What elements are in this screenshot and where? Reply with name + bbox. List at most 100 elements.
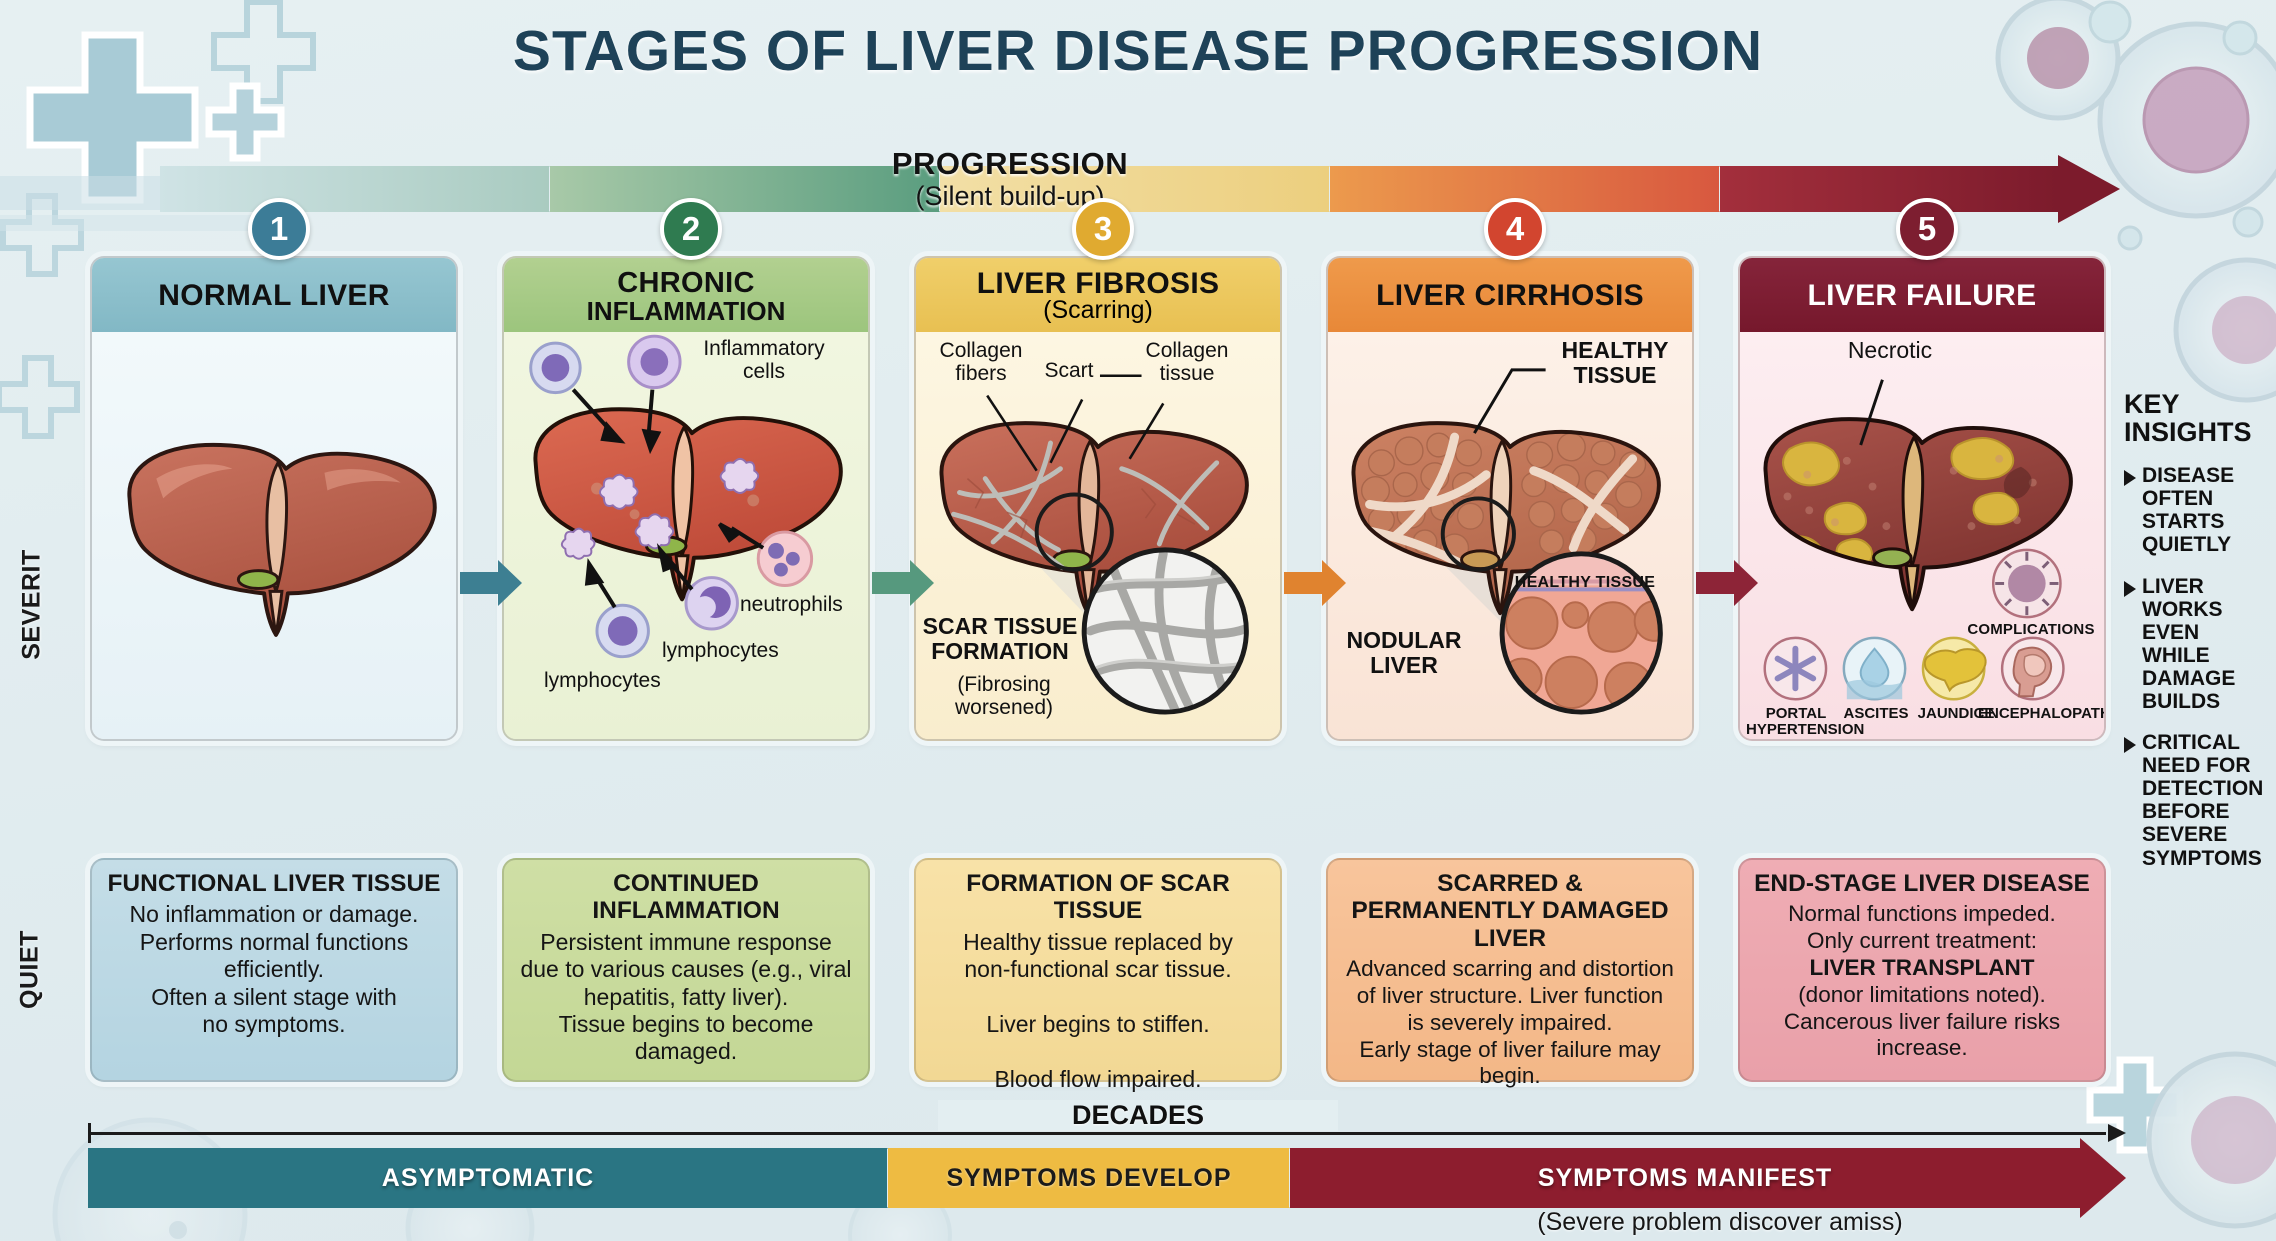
ascites-icon — [1842, 636, 1907, 701]
key-insight-item-3: CRITICAL NEED FOR DETECTION BEFORE SEVER… — [2124, 731, 2272, 870]
stage-title-3: LIVER FIBROSIS — [976, 267, 1220, 300]
stage-header-5: LIVER FAILURE — [1740, 258, 2104, 332]
stage-header-3: LIVER FIBROSIS (Scarring) — [916, 258, 1280, 332]
stage-title-4: LIVER CIRRHOSIS — [1376, 279, 1644, 312]
inflamed-liver-illustration — [529, 334, 843, 659]
phase-symptoms-manifest[interactable]: SYMPTOMS MANIFEST — [1289, 1138, 2126, 1218]
annotation-nodular-liver: NODULAR LIVER — [1346, 627, 1462, 678]
transition-arrow-3-4 — [1284, 560, 1346, 606]
progression-segment-4 — [1329, 166, 1742, 212]
key-insights-title: KEY INSIGHTS — [2124, 389, 2252, 448]
decades-axis — [88, 1122, 2126, 1144]
desc-body-3: Healthy tissue replaced by non-functiona… — [963, 928, 1233, 1092]
stage-header-4: LIVER CIRRHOSIS — [1328, 258, 1692, 332]
page-title: STAGES OF LIVER DISEASE PROGRESSION — [512, 19, 1764, 83]
transition-arrow-4-5 — [1696, 560, 1758, 606]
desc-body-4: Advanced scarring and distortion of live… — [1346, 956, 1674, 1089]
phase-asymptomatic[interactable]: ASYMPTOMATIC — [88, 1148, 918, 1208]
desc-title-2: CONTINUED INFLAMMATION — [592, 870, 780, 925]
bullet-triangle-icon — [2124, 737, 2136, 754]
annotation-fibrosing-worsened: (Fibrosing worsened) — [954, 673, 1054, 719]
progression-segment-2 — [549, 166, 962, 212]
inflammatory-cell-top — [627, 334, 682, 390]
stage-title-1: NORMAL LIVER — [158, 279, 390, 312]
annotation-inset-healthy-tissue: HEALTHY TISSUE — [1514, 574, 1656, 591]
bullet-triangle-icon — [2124, 470, 2136, 487]
desc-body-5: Normal functions impeded. Only current t… — [1783, 901, 2061, 1061]
axis-label-severity: SEVERIT — [17, 549, 46, 660]
stage-header-2: CHRONIC INFLAMMATION — [504, 258, 868, 332]
neutrophil-cell — [756, 530, 814, 587]
label-encephalopathy: ENCEPHALOPATHY — [1978, 705, 2104, 722]
progression-label-sub: (Silent build-up) — [915, 180, 1105, 211]
annotation-neutrophils: neutrophils — [740, 593, 843, 616]
stage-body-4: HEALTHY TISSUE NODULAR LIVER HEALTHY TIS… — [1328, 332, 1692, 739]
key-insights-panel: KEY INSIGHTS DISEASE OFTEN STARTS QUIETL… — [2124, 390, 2272, 870]
lymphocyte-cell-top-left — [529, 341, 582, 395]
progression-segment-1 — [160, 166, 572, 212]
transition-arrow-1-2 — [460, 560, 522, 606]
fibrotic-liver-illustration — [939, 374, 1249, 715]
stage-header-1: NORMAL LIVER — [92, 258, 456, 332]
phase-symptoms-develop[interactable]: SYMPTOMS DEVELOP — [887, 1148, 1320, 1208]
lymphocyte-cell-bottom — [595, 603, 650, 659]
desc-title-5: END-STAGE LIVER DISEASE — [1754, 870, 2090, 897]
stage-description-1: FUNCTIONAL LIVER TISSUE No inflammation … — [90, 858, 458, 1082]
annotation-scart: Scart — [1044, 359, 1094, 382]
stage-card-liver-failure[interactable]: LIVER FAILURE — [1738, 256, 2106, 741]
label-jaundice: JAUNDICE — [1917, 705, 1995, 722]
stage-badge-3[interactable]: 3 — [1072, 198, 1134, 260]
stage-badge-1[interactable]: 1 — [248, 198, 310, 260]
timeline-note: (Severe problem discover amiss) — [1537, 1208, 1903, 1236]
stage-card-normal-liver[interactable]: NORMAL LIVER — [90, 256, 458, 741]
complication-virus-icon — [1991, 548, 2062, 619]
decades-label: DECADES — [938, 1100, 1338, 1131]
annotation-collagen-tissue: Collagen tissue — [1145, 339, 1229, 385]
desc-title-3: FORMATION OF SCAR TISSUE — [966, 870, 1230, 925]
lymphocyte-cell-mid — [684, 576, 739, 631]
stage-body-2: Inflammatory cells neutrophils lymphocyt… — [504, 332, 868, 739]
key-insight-item-2: LIVER WORKS EVEN WHILE DAMAGE BUILDS — [2124, 575, 2272, 714]
stage-body-1 — [92, 332, 456, 739]
stage-title-5: LIVER FAILURE — [1807, 279, 2037, 312]
progression-label-main: PROGRESSION — [891, 146, 1129, 181]
annotation-collagen-fibers: Collagen fibers — [939, 339, 1023, 385]
stage-subtitle-3: (Scarring) — [1043, 296, 1153, 324]
timeline-phase-band: ASYMPTOMATIC SYMPTOMS DEVELOP SYMPTOMS M… — [88, 1138, 2126, 1218]
encephalopathy-icon — [2000, 636, 2065, 701]
stage-body-3: Collagen fibers Scart Collagen tissue SC… — [916, 332, 1280, 739]
stage-description-4: SCARRED & PERMANENTLY DAMAGED LIVER Adva… — [1326, 858, 1694, 1088]
key-insight-item-1: DISEASE OFTEN STARTS QUIETLY — [2124, 464, 2272, 556]
desc-body-2: Persistent immune response due to variou… — [520, 928, 852, 1065]
axis-label-quiet: QUIET — [15, 930, 44, 1009]
stage-subtitle-2: INFLAMMATION — [586, 295, 786, 326]
annotation-necrotic: Necrotic — [1847, 337, 1933, 363]
label-ascites: ASCITES — [1843, 705, 1909, 722]
stage-description-3: FORMATION OF SCAR TISSUE Healthy tissue … — [914, 858, 1282, 1092]
stage-description-2: CONTINUED INFLAMMATION Persistent immune… — [502, 858, 870, 1082]
stage-badge-2[interactable]: 2 — [660, 198, 722, 260]
desc-title-1: FUNCTIONAL LIVER TISSUE — [107, 870, 441, 897]
progression-segment-5 — [1719, 155, 2120, 223]
stage-title-2: CHRONIC — [617, 266, 755, 299]
cirrhotic-liver-illustration — [1351, 368, 1663, 715]
bullet-triangle-icon — [2124, 580, 2136, 597]
desc-title-4: SCARRED & PERMANENTLY DAMAGED LIVER — [1351, 870, 1669, 952]
annotation-scar-tissue-formation: SCAR TISSUE FORMATION — [922, 613, 1078, 664]
stage-badge-4[interactable]: 4 — [1484, 198, 1546, 260]
transition-arrow-2-3 — [872, 560, 934, 606]
stage-badge-5[interactable]: 5 — [1896, 198, 1958, 260]
annotation-inflammatory-cells: Inflammatory cells — [703, 337, 825, 383]
normal-liver-illustration — [127, 442, 437, 637]
progression-segment-3 — [939, 166, 1352, 212]
annotation-lymphocytes-mid: lymphocytes — [662, 639, 779, 662]
failing-liver-illustration — [1763, 379, 2073, 701]
stage-card-liver-fibrosis[interactable]: LIVER FIBROSIS (Scarring) — [914, 256, 1282, 741]
progression-band — [160, 155, 2120, 223]
progression-label: PROGRESSION (Silent build-up) — [760, 146, 1260, 211]
stage-card-chronic-inflammation[interactable]: CHRONIC INFLAMMATION — [502, 256, 870, 741]
desc-body-1: No inflammation or damage. Performs norm… — [129, 901, 419, 1037]
stage-card-liver-cirrhosis[interactable]: LIVER CIRRHOSIS — [1326, 256, 1694, 741]
